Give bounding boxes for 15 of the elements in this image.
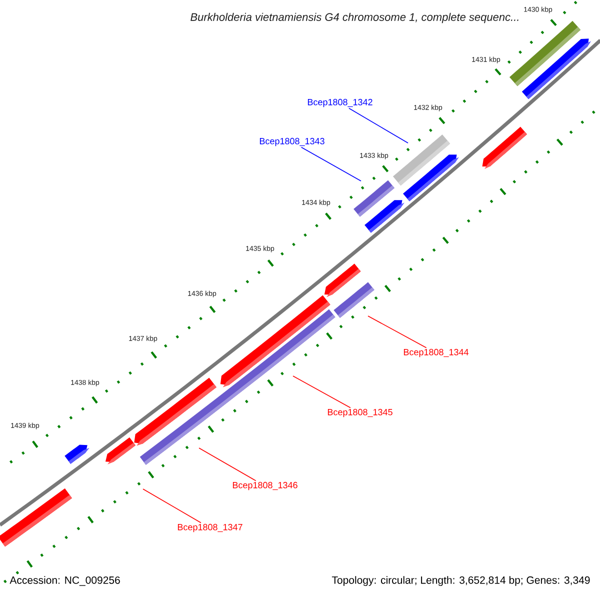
gene-label: Bcep1808_1347 <box>178 524 242 532</box>
leader-line <box>300 146 362 182</box>
title: Burkholderia vietnamiensis G4 chromosome 1, complete sequenc... <box>190 12 518 24</box>
accession-text: Accession: NC_009256 <box>10 576 120 586</box>
leader-line <box>292 376 351 408</box>
gene-label: Bcep1808_1344 <box>404 348 468 358</box>
leader-line <box>198 448 256 482</box>
gene-label: Bcep1808_1343 <box>260 138 324 146</box>
leader-line <box>142 488 202 524</box>
leader-line <box>368 316 427 348</box>
leader-line <box>348 108 408 144</box>
gene-label: Bcep1808_1345 <box>328 408 392 418</box>
gene-label: Bcep1808_1346 <box>232 482 298 490</box>
gene-label: Bcep1808_1342 <box>308 98 372 108</box>
genome-info-text: Topology: circular; Length: 3,652,814 bp; Genes: 3,349 <box>332 576 590 586</box>
